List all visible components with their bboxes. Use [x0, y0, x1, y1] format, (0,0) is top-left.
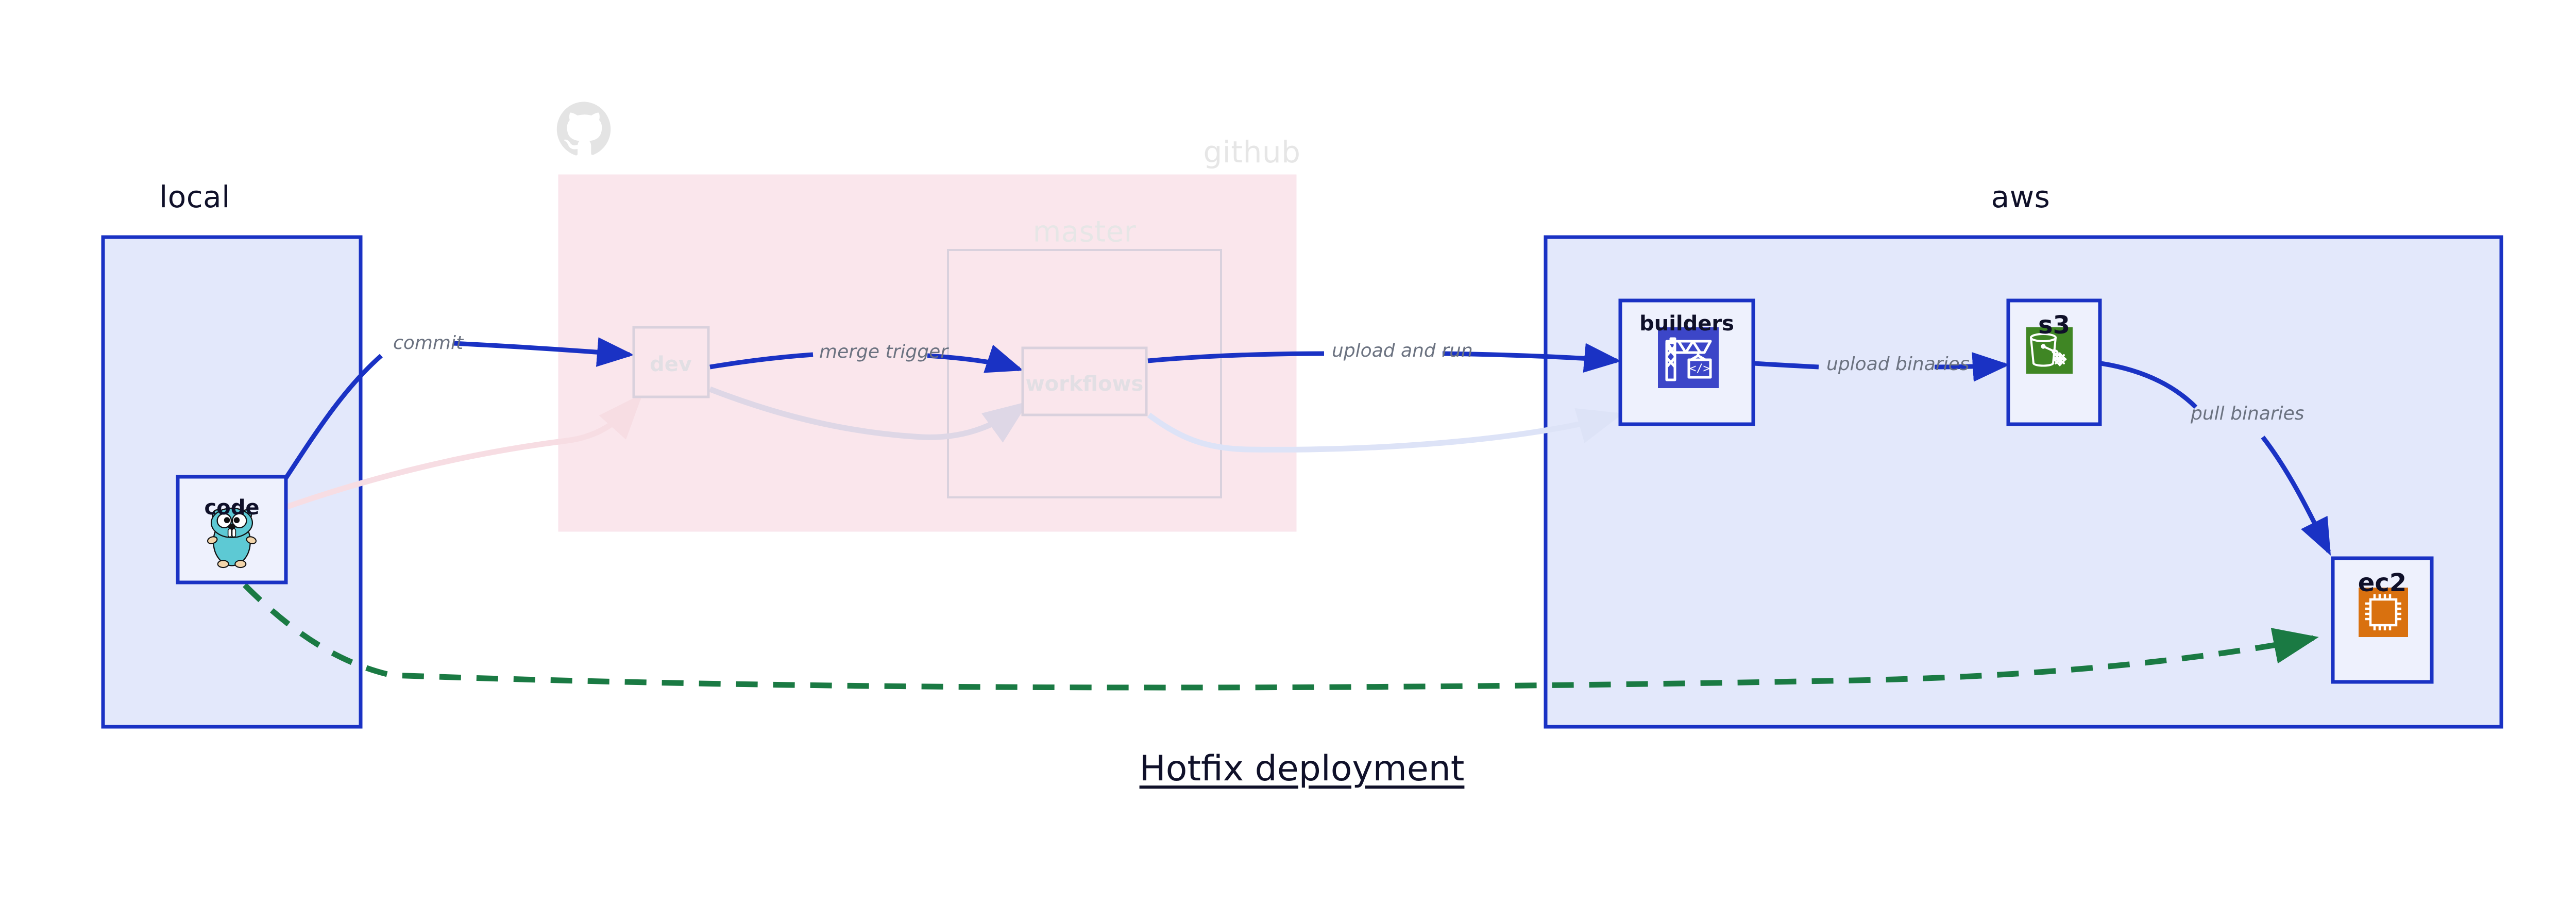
edge-label-upload-binaries: upload binaries: [1826, 354, 1970, 375]
cluster-label-master: master: [1032, 215, 1137, 249]
edge-label-upload-and-run: upload and run: [1332, 340, 1473, 361]
github-icon: [556, 102, 611, 156]
aws-ec2-icon: [2359, 588, 2408, 637]
edge-faded-dev-workflows: [709, 386, 1029, 443]
edge-pull-binaries-seg2: [2261, 436, 2331, 556]
cluster-label-local: local: [159, 179, 230, 214]
edge-faded-workflows-builders: [1147, 408, 1623, 453]
edge-upload-binaries-seg1: [1754, 361, 1819, 370]
aws-codebuild-icon: </>: [1658, 327, 1719, 388]
cluster-label-aws: aws: [1991, 179, 2050, 214]
node-label-builders: builders: [1639, 312, 1734, 336]
go-gopher-icon: [207, 507, 257, 569]
node-label-ec2: ec2: [2358, 569, 2407, 597]
edge-label-merge-trigger: merge trigger: [819, 341, 948, 362]
diagram-title: Hotfix deployment: [1139, 748, 1465, 789]
node-label-workflows: workflows: [1025, 372, 1144, 396]
svg-text:</>: </>: [1689, 362, 1710, 375]
edge-pull-binaries-seg1: [2100, 361, 2198, 409]
edge-upload-and-run-seg1: [1147, 351, 1325, 363]
cluster-label-github: github: [1203, 135, 1301, 170]
edge-commit-seg2: [453, 337, 634, 367]
edge-faded-code-dev: [262, 393, 643, 519]
edge-upload-and-run-seg2: [1442, 343, 1621, 373]
edge-label-commit: commit: [393, 332, 464, 354]
node-label-s3: s3: [2038, 311, 2070, 340]
edge-hotfix-direct: [243, 583, 2319, 691]
edge-upload-binaries-seg2: [1934, 352, 2010, 382]
aws-s3-glacier-icon: [2026, 327, 2073, 374]
edge-label-pull-binaries: pull binaries: [2191, 403, 2304, 424]
node-dev-box[interactable]: [632, 326, 710, 398]
node-label-code: code: [204, 496, 260, 520]
edge-commit-seg1: [276, 354, 383, 491]
node-label-dev: dev: [650, 353, 692, 376]
edge-merge-trigger-seg2: [927, 344, 1024, 373]
edge-merge-trigger-seg1: [709, 352, 814, 370]
node-workflows-box[interactable]: [1021, 346, 1148, 416]
